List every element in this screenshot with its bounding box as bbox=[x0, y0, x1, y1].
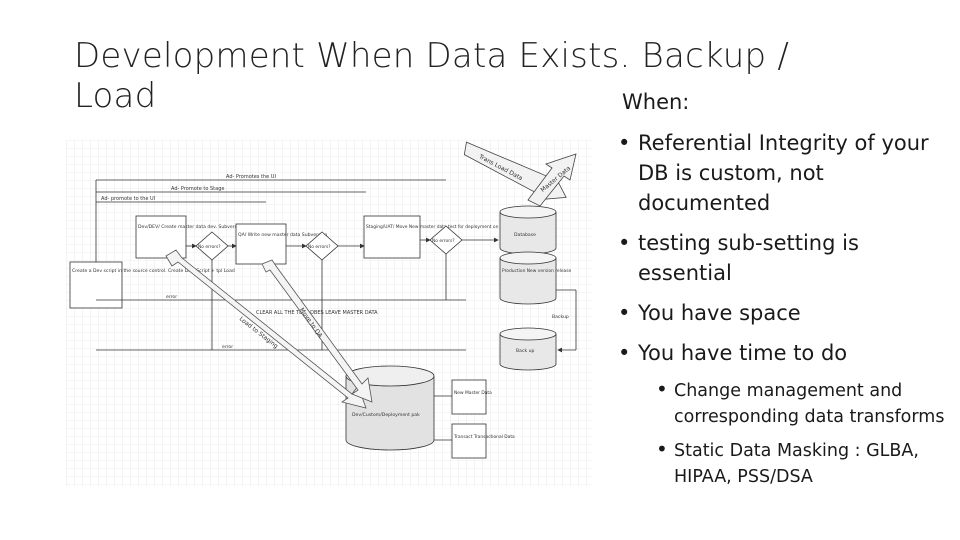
qa-box-label: QA/ Write new master data Subversion bbox=[238, 232, 327, 238]
backup-cylinder-label: Back up bbox=[516, 348, 535, 354]
production-label: Production New version release bbox=[502, 268, 572, 274]
production-cylinder bbox=[499, 258, 557, 305]
backup-cylinder bbox=[499, 334, 557, 371]
sub-bullet-item: Change management and corresponding data… bbox=[618, 376, 948, 430]
qa-box bbox=[235, 223, 287, 265]
decision-label: No errors? bbox=[308, 244, 331, 250]
clear-line-label: CLEAR ALL THE TEST DBES LEAVE MASTER DAT… bbox=[256, 310, 378, 316]
when-label: When: bbox=[622, 90, 690, 114]
deployment-label: Dev/Custom/Deployment pak bbox=[352, 412, 420, 418]
sub-bullet-list: Change management and corresponding data… bbox=[618, 376, 948, 490]
dev-box bbox=[135, 215, 187, 259]
workflow-diagram: Ad- Promotes the UI Ad- Promote to Stage… bbox=[66, 140, 592, 486]
bullet-item: You have time to do bbox=[618, 338, 948, 368]
top-note-label: Ad- Promotes the UI bbox=[226, 174, 276, 180]
bullet-list: Referential Integrity of your DB is cust… bbox=[618, 128, 948, 498]
sub-bullet-item: Static Data Masking : GLBA, HIPAA, PSS/D… bbox=[618, 436, 948, 490]
production-cylinder-top bbox=[499, 251, 557, 265]
promote-dev-label: Ad- promote to the UI bbox=[101, 196, 155, 202]
error-label: error bbox=[222, 344, 233, 350]
bullet-item: Referential Integrity of your DB is cust… bbox=[618, 128, 948, 218]
slide-title: Development When Data Exists. Backup / L… bbox=[74, 36, 789, 116]
staging-box-label: Staging/UAT/ Move New master data test f… bbox=[366, 224, 509, 230]
dev-script-label: Create a Dev script in the source contro… bbox=[72, 268, 235, 274]
database-label: Database bbox=[514, 232, 536, 238]
bullet-item: You have space bbox=[618, 298, 948, 328]
decision-label: No errors? bbox=[198, 244, 221, 250]
transactional-data-label: Transact Transactional Data bbox=[453, 434, 515, 440]
master-data-label: New Master Data bbox=[454, 390, 492, 396]
master-data-box bbox=[451, 379, 487, 415]
error-label: error bbox=[166, 294, 177, 300]
database-cylinder-top bbox=[499, 205, 557, 219]
backup-cylinder-top bbox=[499, 327, 557, 341]
decision-label: No errors? bbox=[432, 238, 455, 244]
bullet-item: testing sub-setting is essential bbox=[618, 228, 948, 288]
transactional-data-box bbox=[451, 423, 487, 459]
staging-box bbox=[363, 215, 421, 259]
promote-stage-label: Ad- Promote to Stage bbox=[171, 186, 224, 192]
grid-background bbox=[66, 140, 592, 486]
diagram-svg: Ad- Promotes the UI Ad- Promote to Stage… bbox=[66, 140, 592, 486]
backup-label: Backup bbox=[552, 314, 569, 320]
dev-box-label: Dev/DEV/ Create master data dev. Subvers… bbox=[138, 224, 256, 230]
